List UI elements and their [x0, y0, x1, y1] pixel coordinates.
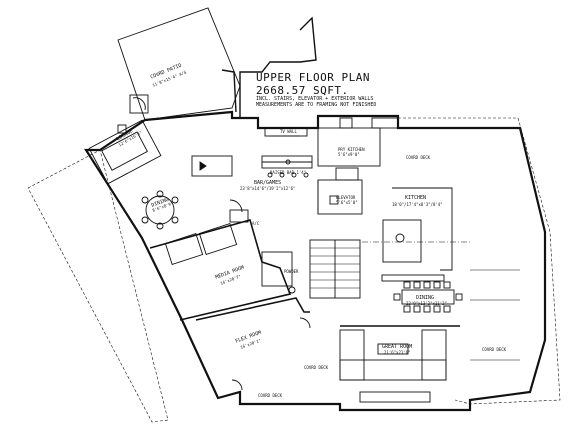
ac-label: A/C [252, 221, 260, 226]
powder-room [261, 251, 293, 287]
kitchen-island [382, 219, 422, 263]
dining-table [401, 289, 455, 305]
covered-deck-top-label: COVRD DECK [406, 155, 431, 160]
great-room-dims: 21'6"x21'6" [384, 350, 411, 355]
tv-wall-label: TV WALL [280, 129, 297, 134]
round-dining-table [145, 195, 175, 225]
outer-wall [83, 110, 547, 412]
plan-note-2: MEASUREMENTS ARE TO FRAMING NOT FINISHED [256, 102, 377, 108]
elevator-label: ELEVATOR [336, 195, 356, 200]
dining-dims: 22'9"x13'2"x11'2" [406, 301, 447, 306]
kitchen-dims: 18'0"/17'4"x8'3"/8'4" [392, 202, 443, 207]
covered-patio-outline [117, 7, 241, 121]
plan-title: UPPER FLOOR PLAN [256, 71, 370, 84]
pool-table [191, 155, 233, 177]
kitchen-counter [392, 187, 453, 271]
elevator-dims: 5'6"x5'0" [336, 200, 358, 205]
kitchen-label: KITCHEN [405, 195, 427, 201]
pantry-label: PRY KITCHEN [338, 147, 365, 152]
bar-games-label: BAR/GAMES [254, 180, 282, 186]
covered-deck-bottom-label: COVRD DECK [258, 393, 283, 398]
raised-bar-label: RAISED BAR 1'4" [270, 170, 307, 175]
covered-deck-right-label: COVRD DECK [482, 347, 507, 352]
bar-games-dims: 23'8"x14'6"/19'2"x12'6" [240, 186, 296, 191]
media-room-wall [149, 219, 292, 321]
plan-note-1: INCL. STAIRS, ELEVATOR + EXTERIOR WALLS [256, 96, 374, 102]
covered-deck-left-label: COVRD DECK [304, 365, 329, 370]
great-room-sofa [339, 329, 365, 381]
great-room-label: GREAT ROOM [382, 344, 413, 350]
media-sofa [164, 233, 204, 265]
flex-room-wall [195, 297, 310, 321]
covered-deck-outline [27, 117, 561, 423]
plan-area: 2668.57 SQFT. [256, 84, 349, 97]
dining-label: DINING [416, 295, 435, 301]
pantry-dims: 5'6"x9'0" [338, 152, 360, 157]
lounge-sofa [88, 119, 162, 185]
powder-label: POWDER [284, 269, 299, 274]
